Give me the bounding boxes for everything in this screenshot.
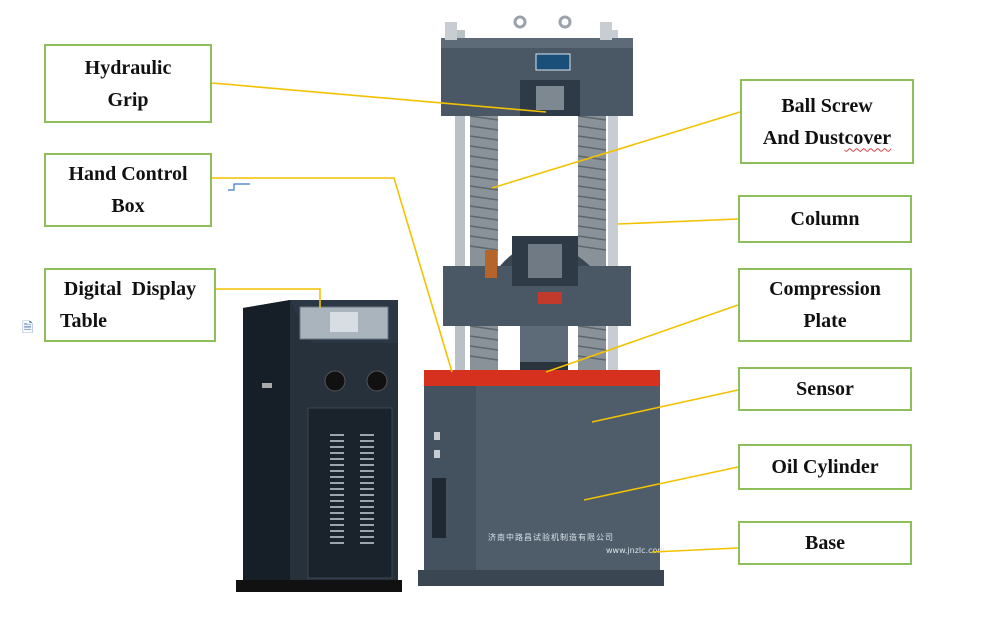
label-hand-control-box-line1: Hand Control (68, 163, 188, 185)
company-name-plate: 济南中路昌试验机制造有限公司 (488, 532, 614, 542)
label-ball-screw-line2-a: And Dust (762, 126, 845, 149)
leader-hydraulic-grip (211, 82, 547, 113)
column-right (608, 30, 618, 375)
leader-compression-plate (545, 304, 739, 373)
leader-column (617, 218, 739, 225)
label-oil-cylinder: Oil Cylinder (738, 444, 912, 490)
label-hydraulic-grip-line2: Grip (107, 88, 149, 111)
leader-ball-screw (491, 111, 741, 189)
label-hand-control-box-line2: Box (111, 195, 145, 217)
label-digital-display-line1: Digital Display (63, 278, 197, 300)
leader-sensor (591, 389, 739, 423)
leader-oil-cylinder (583, 466, 739, 501)
leader-lines (211, 82, 741, 553)
label-column-text: Column (790, 208, 860, 230)
label-sensor: Sensor (738, 367, 912, 411)
edit-mark (228, 183, 250, 191)
red-band (424, 370, 660, 386)
label-ball-screw: Ball Screw And Dustcover (740, 79, 914, 164)
label-compression-plate-line1: Compression (769, 278, 881, 300)
label-base: Base (738, 521, 912, 565)
label-hydraulic-grip-line1: Hydraulic (84, 56, 172, 79)
testing-machine: 济南中路昌试验机制造有限公司 www.jnzlc.com (418, 15, 665, 586)
label-hydraulic-grip: Hydraulic Grip (44, 44, 212, 123)
leader-hand-control-box (212, 177, 453, 373)
digital-display-cabinet (236, 300, 402, 592)
label-ball-screw-line1: Ball Screw (781, 94, 873, 117)
column-left (455, 30, 465, 375)
compression-plate-shape (520, 362, 568, 372)
label-column: Column (738, 195, 912, 243)
leader-base (651, 547, 739, 553)
label-compression-plate: Compression Plate (738, 268, 912, 342)
label-hand-control-box: Hand Control Box (44, 153, 212, 227)
label-base-text: Base (805, 532, 845, 554)
label-compression-plate-line2: Plate (803, 310, 847, 332)
leader-digital-display (216, 288, 321, 308)
label-ball-screw-line2: And Dustcover (763, 122, 891, 154)
label-digital-display-table: Digital Display Table (44, 268, 216, 342)
label-digital-display-line2: Table (60, 310, 108, 332)
label-oil-cylinder-text: Oil Cylinder (771, 456, 879, 478)
document-icon: 🗎 (22, 321, 34, 336)
website-plate: www.jnzlc.com (606, 546, 665, 555)
label-sensor-text: Sensor (796, 378, 854, 400)
label-ball-screw-line2-b: cover (844, 126, 892, 149)
